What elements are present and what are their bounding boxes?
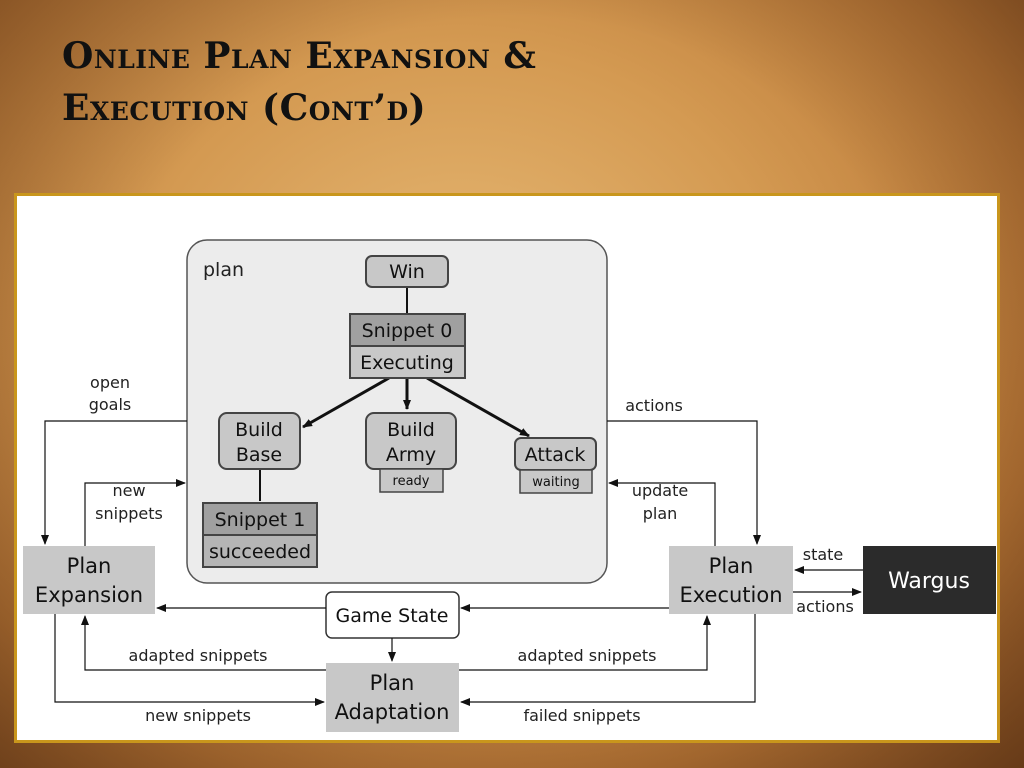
node-plan-expansion-line1: Plan	[67, 554, 112, 578]
label-new-snippets-bottom: new snippets	[145, 706, 251, 725]
edge-update-plan	[608, 479, 716, 546]
node-snippet1: Snippet 1 succeeded	[202, 502, 318, 568]
node-build-base-line2: Base	[236, 444, 282, 466]
label-open-goals-1: open	[90, 373, 130, 392]
slide-title-line-1: Online Plan Expansion &	[62, 35, 537, 77]
node-plan-execution-line2: Execution	[679, 583, 782, 607]
node-win-label: Win	[389, 261, 425, 283]
node-plan-expansion: Plan Expansion	[23, 546, 155, 614]
diagram-panel: plan Win Snippet 0 Executing Build Base	[14, 193, 1000, 743]
node-plan-adaptation-line2: Adaptation	[335, 700, 450, 724]
edge-actions-top	[607, 420, 761, 545]
label-adapted-snippets-right: adapted snippets	[518, 646, 657, 665]
edge-adapted-snippets-right	[459, 615, 711, 671]
node-build-army-status: ready	[393, 474, 430, 489]
node-build-base: Build Base	[218, 412, 301, 470]
node-snippet0-status: Executing	[360, 352, 454, 374]
node-snippet1-label: Snippet 1	[215, 509, 306, 531]
label-actions-top: actions	[625, 396, 683, 415]
node-attack-label: Attack	[525, 444, 586, 466]
node-build-army: Build Army ready	[365, 412, 457, 493]
label-state: state	[803, 545, 844, 564]
node-plan-adaptation: Plan Adaptation	[326, 663, 459, 732]
label-new-snippets-top-1: new	[112, 481, 145, 500]
node-build-base-line1: Build	[235, 419, 283, 441]
node-game-state-label: Game State	[336, 605, 449, 627]
edge-new-snippets-top	[84, 479, 186, 546]
label-open-goals-2: goals	[89, 395, 132, 414]
node-build-army-line2: Army	[386, 444, 436, 466]
node-build-army-line1: Build	[387, 419, 435, 441]
node-win: Win	[365, 255, 449, 288]
architecture-diagram: plan Win Snippet 0 Executing Build Base	[23, 239, 996, 732]
plan-area-label: plan	[203, 259, 244, 281]
label-update-plan-1: update	[632, 481, 688, 500]
label-update-plan-2: plan	[643, 504, 678, 523]
node-plan-execution: Plan Execution	[669, 546, 793, 614]
node-wargus: Wargus	[863, 546, 996, 614]
node-attack: Attack waiting	[514, 437, 597, 494]
node-plan-expansion-line2: Expansion	[35, 583, 143, 607]
plan-area	[186, 239, 608, 584]
node-game-state: Game State	[325, 591, 460, 639]
edge-failed-snippets	[460, 614, 756, 706]
label-adapted-snippets-left: adapted snippets	[129, 646, 268, 665]
edge-new-snippets-bottom	[54, 614, 325, 706]
label-actions-right: actions	[796, 597, 854, 616]
node-attack-status: waiting	[532, 475, 579, 490]
slide-title-line-2: Execution (Cont’d)	[62, 87, 427, 129]
node-snippet0-label: Snippet 0	[362, 320, 453, 342]
node-plan-adaptation-line1: Plan	[370, 671, 415, 695]
edge-open-goals	[41, 420, 187, 545]
node-snippet1-status: succeeded	[209, 541, 311, 563]
edge-snippet0-attack	[426, 376, 530, 438]
label-new-snippets-top-2: snippets	[95, 504, 163, 523]
edge-snippet0-buildbase	[302, 376, 390, 429]
node-wargus-label: Wargus	[888, 569, 970, 594]
slide-title: Online Plan Expansion & Execution (Cont’…	[62, 30, 536, 134]
edge-adapted-snippets-left	[81, 615, 326, 671]
label-failed-snippets: failed snippets	[523, 706, 640, 725]
node-plan-execution-line1: Plan	[709, 554, 754, 578]
node-snippet0: Snippet 0 Executing	[349, 313, 466, 379]
